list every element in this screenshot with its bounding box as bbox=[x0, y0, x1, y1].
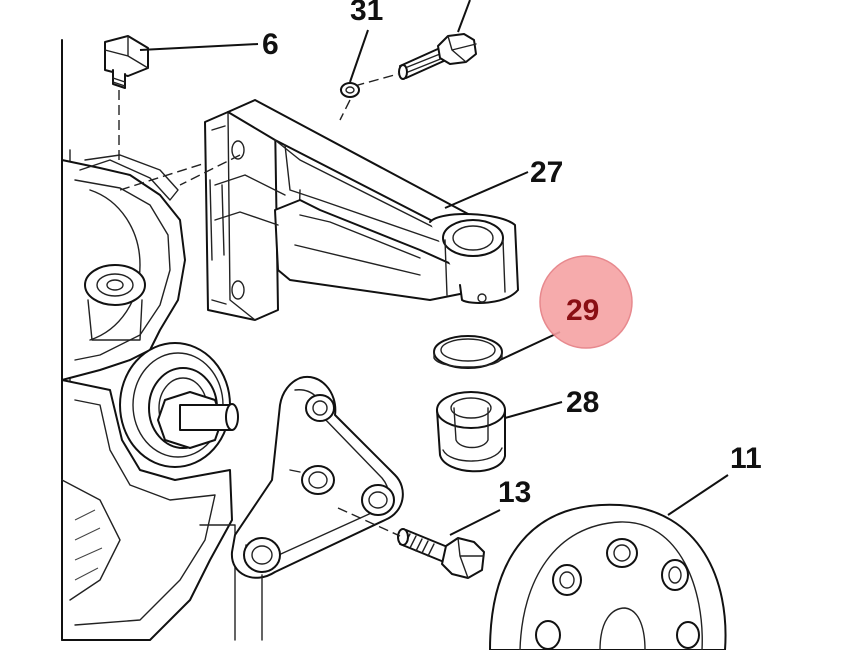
plug-6 bbox=[104, 35, 259, 160]
mounting-plate bbox=[230, 375, 404, 641]
highlight-circle bbox=[539, 255, 633, 349]
callout-6: 6 bbox=[262, 28, 279, 61]
knuckle-hub-assembly bbox=[61, 39, 239, 641]
callout-13: 13 bbox=[498, 476, 531, 509]
bolt-13 bbox=[337, 507, 501, 579]
flex-coupling-11 bbox=[489, 474, 729, 650]
top-bolt bbox=[339, 0, 477, 91]
callout-28: 28 bbox=[566, 386, 599, 419]
bushing-28 bbox=[436, 391, 563, 473]
washer-31 bbox=[339, 29, 369, 121]
callout-11: 11 bbox=[730, 442, 762, 475]
callout-29: 29 bbox=[566, 294, 599, 327]
bracket-arm-27 bbox=[179, 99, 529, 321]
callout-31: 31 bbox=[350, 0, 383, 27]
seal-ring-29 bbox=[433, 331, 561, 369]
callout-27: 27 bbox=[530, 156, 563, 189]
